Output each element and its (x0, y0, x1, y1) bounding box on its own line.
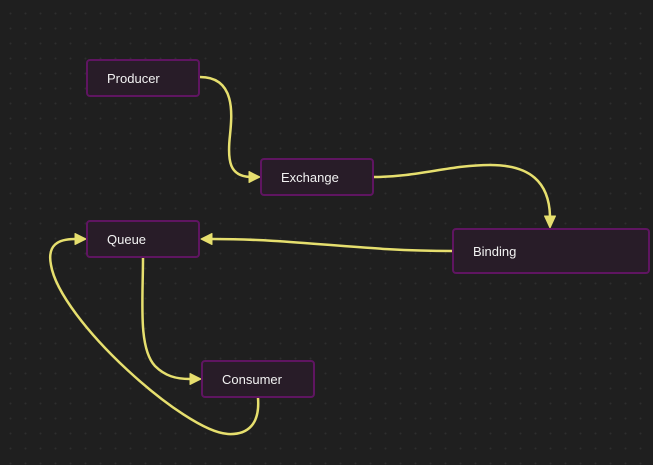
node-queue[interactable]: Queue (86, 220, 200, 258)
edge-line (198, 75, 252, 179)
arrowhead-icon (74, 233, 87, 245)
edge-queue-consumer (141, 256, 202, 385)
node-binding[interactable]: Binding (452, 228, 650, 274)
node-label: Binding (473, 243, 517, 259)
node-label: Producer (107, 70, 160, 86)
node-producer[interactable]: Producer (86, 59, 200, 97)
edge-line (210, 237, 454, 253)
edge-binding-queue (200, 233, 454, 253)
node-consumer[interactable]: Consumer (201, 360, 315, 398)
edge-line (141, 256, 192, 381)
node-exchange[interactable]: Exchange (260, 158, 374, 196)
node-label: Exchange (281, 169, 339, 185)
arrowhead-icon (544, 215, 556, 229)
arrowhead-icon (200, 233, 213, 245)
edge-line (372, 163, 552, 218)
node-label: Queue (107, 231, 147, 247)
arrowhead-icon (248, 171, 261, 183)
arrowhead-icon (189, 373, 202, 385)
edge-line (48, 237, 260, 436)
edge-exchange-binding (372, 163, 556, 229)
node-label: Consumer (222, 371, 282, 387)
edge-consumer-queue (48, 233, 260, 436)
edge-producer-exchange (198, 75, 261, 183)
